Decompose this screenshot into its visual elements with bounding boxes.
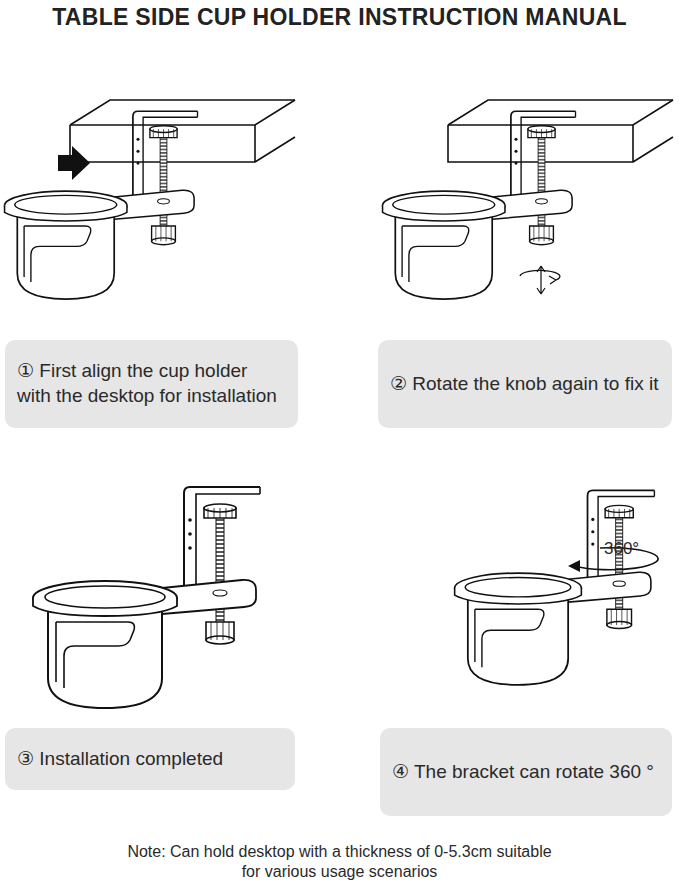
cup-holder — [5, 111, 198, 299]
angle-label: 360° — [604, 538, 639, 559]
title: TABLE SIDE CUP HOLDER INSTRUCTION MANUAL — [0, 4, 679, 31]
step-text: ② Rotate the knob again to fix it — [390, 372, 660, 397]
table-edge — [448, 100, 673, 162]
cup-holder — [455, 490, 655, 684]
push-arrow — [58, 146, 90, 180]
caption-box: ④ The bracket can rotate 360 ° — [380, 728, 672, 816]
step-text: ④ The bracket can rotate 360 ° — [392, 760, 660, 785]
cup-holder — [383, 111, 576, 299]
caption-box: ③ Installation completed — [5, 728, 295, 790]
panel-three-drawing — [33, 487, 260, 708]
caption-box: ① First align the cup holder with the de… — [5, 340, 298, 428]
caption-box: ② Rotate the knob again to fix it — [378, 340, 672, 428]
cup-holder — [33, 487, 260, 708]
note-text: Note: Can hold desktop with a thickness … — [125, 842, 555, 882]
step-text: ① First align the cup holder with the de… — [17, 359, 286, 408]
rotate-arrow — [520, 266, 560, 294]
table-edge — [70, 100, 295, 162]
panel-two-drawing — [383, 100, 673, 299]
panel-four-drawing — [455, 490, 658, 684]
panel-one-drawing — [5, 100, 295, 299]
step-text: ③ Installation completed — [17, 747, 283, 772]
